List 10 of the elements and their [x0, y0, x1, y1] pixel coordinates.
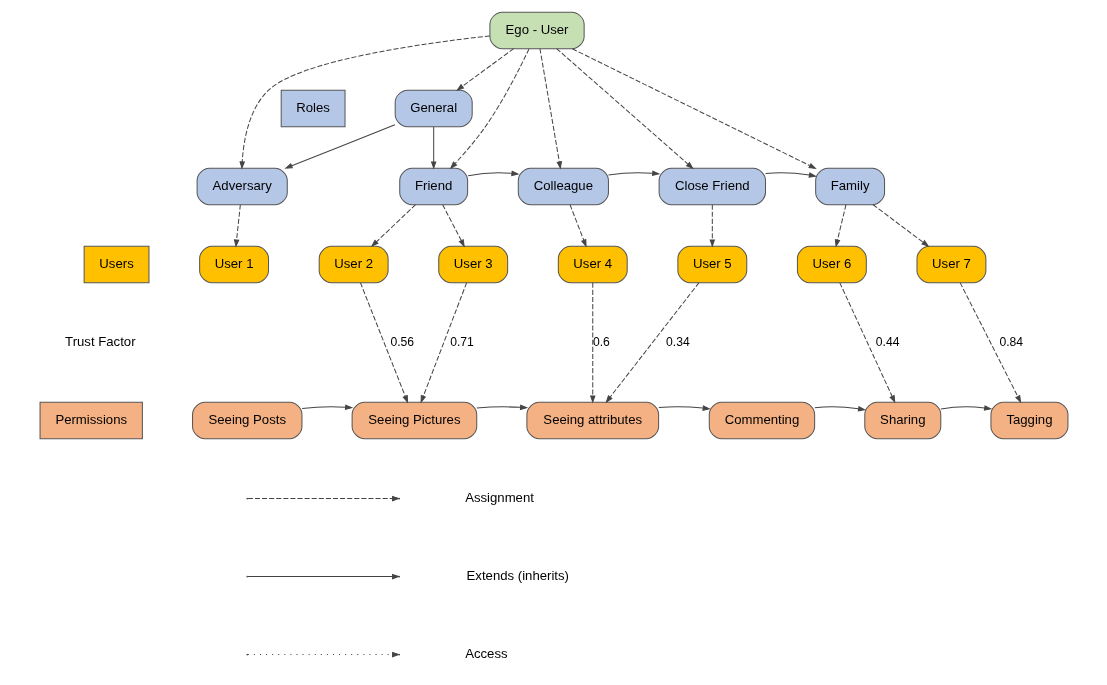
- edge-label: 0.71: [449, 334, 474, 349]
- edge-label: 0.56: [389, 334, 414, 349]
- edge-label: 0.34: [665, 334, 690, 349]
- legend-label: Assignment: [464, 489, 534, 505]
- label: Trust Factor: [64, 333, 136, 349]
- edge-label: 0.44: [875, 334, 899, 349]
- edge-label: 0.84: [998, 334, 1023, 349]
- legend-label: Access: [464, 646, 508, 662]
- edge-label: 0.6: [592, 334, 610, 349]
- legend-label: Extends (inherits): [466, 567, 569, 583]
